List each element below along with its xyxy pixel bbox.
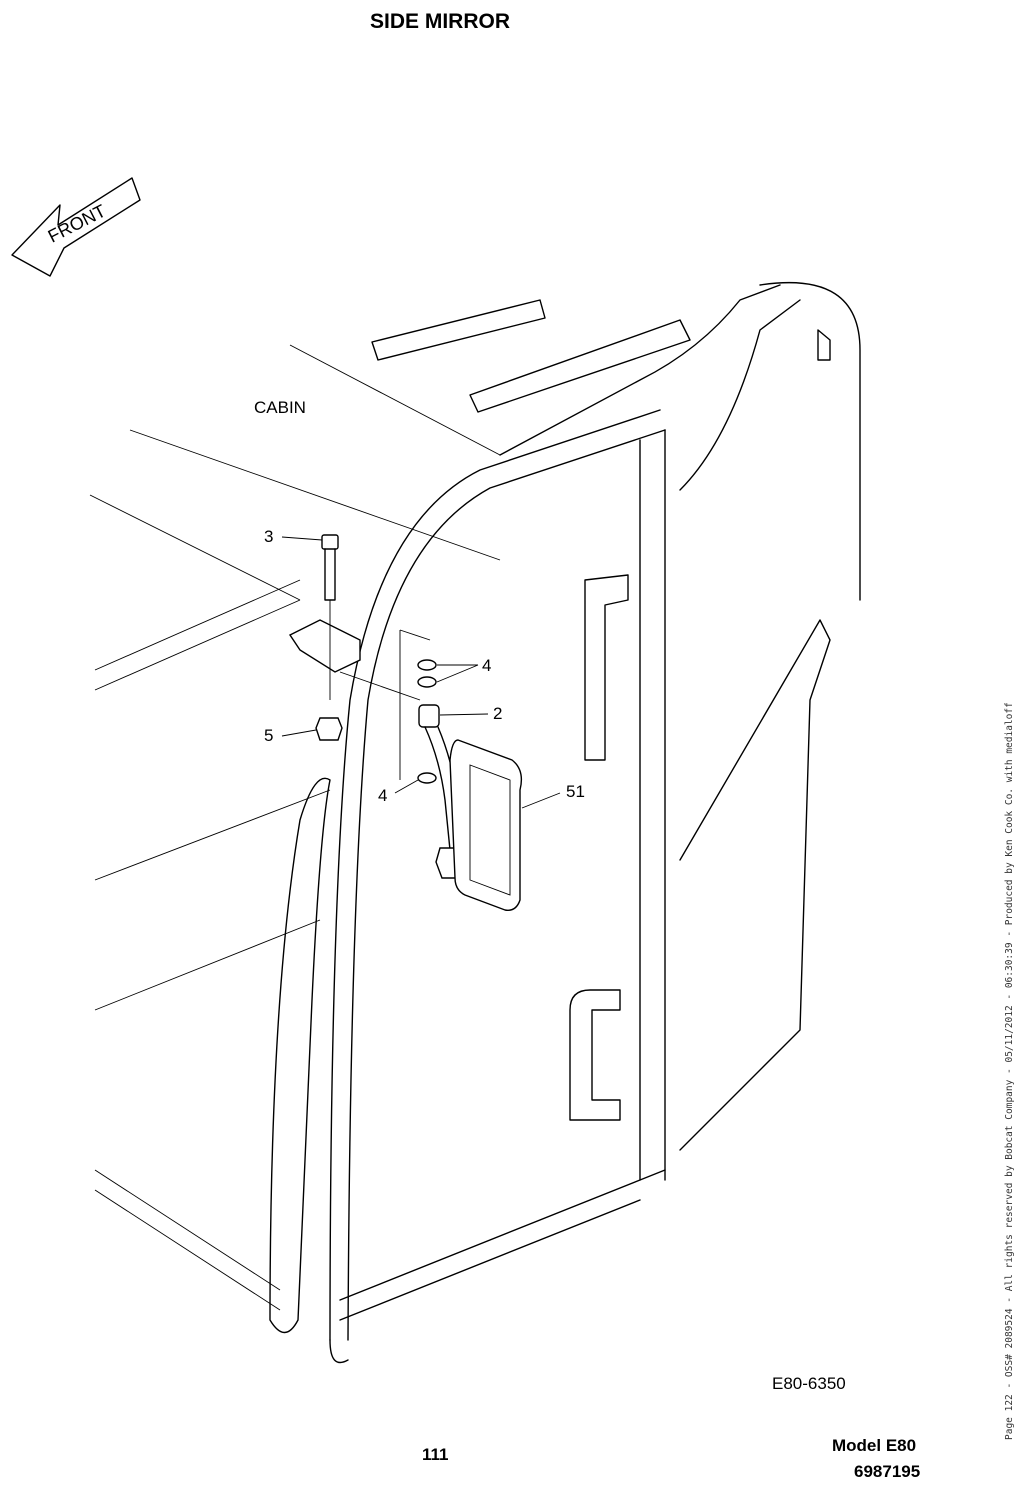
rear-panel: [679, 299, 831, 1151]
cabin-roof: [89, 281, 861, 601]
front-direction-arrow: FRONT: [11, 177, 141, 277]
model-name: Model E80: [832, 1436, 917, 1455]
mirror-mount-hardware: [288, 534, 440, 784]
copyright-note: Page 122 - OSS# 2089524 - All rights res…: [1004, 702, 1015, 1440]
callout-nut: 5: [264, 726, 274, 745]
callout-washers-top: 4: [482, 656, 492, 675]
callout-mirror: 51: [566, 782, 585, 801]
cabin-side-lines: [94, 579, 331, 1311]
door-frame: [339, 429, 666, 1321]
callout-washer-bottom: 4: [378, 786, 388, 805]
page-title: SIDE MIRROR: [369, 10, 510, 33]
side-mirror: [424, 726, 523, 911]
diagram-code: E80-6350: [772, 1374, 846, 1393]
front-pillar: [329, 409, 666, 1364]
callout-bolt: 3: [264, 527, 274, 546]
part-number: 6987195: [854, 1462, 921, 1481]
leader-lines: [281, 536, 561, 809]
callout-stay: 2: [493, 704, 503, 723]
grab-handles: [269, 574, 629, 1334]
cabin-label: CABIN: [254, 398, 306, 417]
page-number: 111: [422, 1445, 449, 1464]
